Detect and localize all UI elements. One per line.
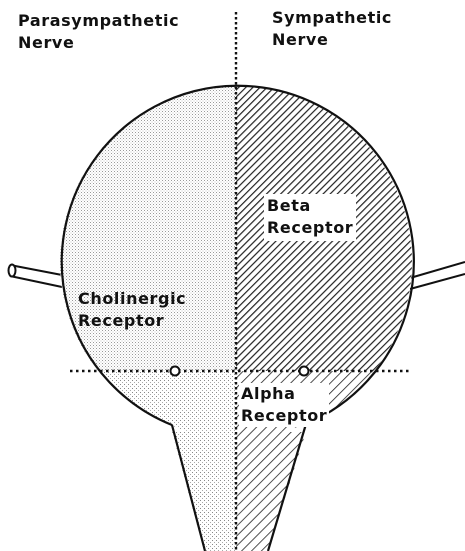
alpha-label-line2: Receptor [241,405,327,427]
cholinergic-label-line1: Cholinergic [78,288,186,310]
sympathetic-label-line2: Nerve [272,29,392,51]
left-ureter-tube [9,265,63,288]
bladder-neck-right [236,432,306,551]
alpha-receptor-label: Alpha Receptor [239,383,329,427]
sympathetic-nerve-label: Sympathetic Nerve [272,7,392,51]
right-ureteral-orifice [300,367,309,376]
cholinergic-region [40,80,436,451]
sympathetic-label-line1: Sympathetic [272,7,392,29]
left-ureteral-orifice [171,367,180,376]
right-ureter-tube [410,262,465,289]
parasympathetic-nerve-label: Parasympathetic Nerve [18,10,179,54]
bladder-neck-left [172,432,236,551]
parasympathetic-label-line1: Parasympathetic [18,10,179,32]
beta-label-line2: Receptor [267,217,353,239]
cholinergic-label-line2: Receptor [78,310,186,332]
beta-label-line1: Beta [267,195,353,217]
parasympathetic-label-line2: Nerve [18,32,179,54]
cholinergic-receptor-label: Cholinergic Receptor [78,288,186,332]
alpha-label-line1: Alpha [241,383,327,405]
beta-receptor-label: Beta Receptor [264,194,356,241]
